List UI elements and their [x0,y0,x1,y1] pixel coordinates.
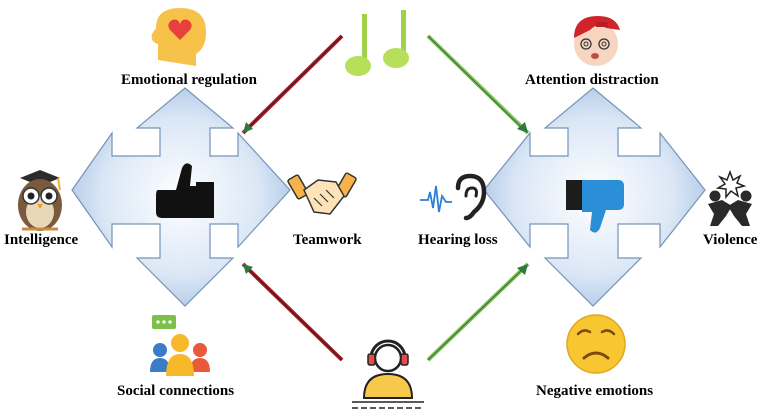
label-emotional-regulation: Emotional regulation [121,72,257,88]
owl-with-graduation-cap-icon [18,170,62,231]
label-attention-distraction: Attention distraction [525,72,659,88]
arrow-listener-to-negative [426,262,530,362]
label-social-connections: Social connections [117,383,235,399]
dizzy-face-icon [574,16,620,66]
label-negative-emotions: Negative emotions [536,383,654,399]
label-hearing-loss: Hearing loss [418,232,498,248]
group-chat-icon [150,315,210,376]
label-intelligence: Intelligence [4,232,79,248]
ear-with-sound-wave-icon [420,173,487,221]
person-with-headphones-icon [352,339,424,409]
arrow-music-to-negative [426,34,530,135]
fighting-people-icon [708,169,752,226]
thumbs-up-icon [156,163,214,218]
sad-face-icon [566,314,626,374]
handshake-icon [287,172,357,215]
music-note-icon [345,10,409,76]
label-violence: Violence [703,232,758,248]
thumbs-down-icon [566,180,624,233]
arrow-music-to-positive [241,34,344,135]
head-with-heart-icon [151,8,206,66]
label-teamwork: Teamwork [293,232,362,248]
arrow-listener-to-positive [241,262,344,362]
